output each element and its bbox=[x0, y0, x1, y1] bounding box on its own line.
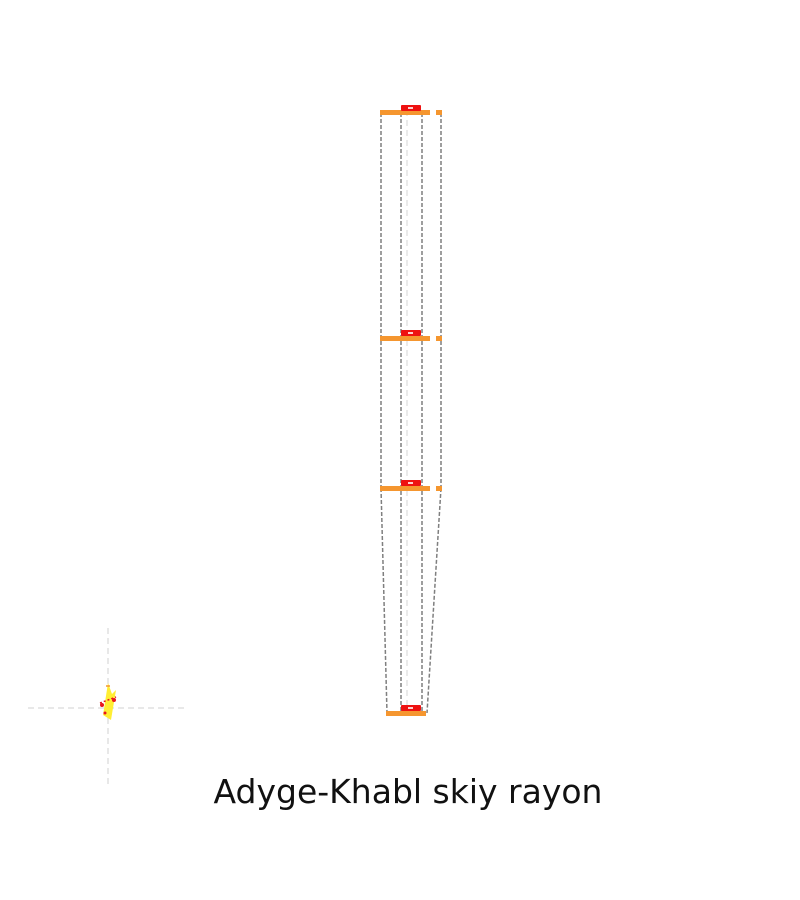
diagram-caption: Adyge-Khabl skiy rayon bbox=[213, 772, 603, 811]
north-arrow-icon bbox=[28, 628, 188, 788]
tower-outline bbox=[380, 113, 442, 714]
level-bar-1 bbox=[380, 105, 442, 115]
level-bar-2 bbox=[380, 330, 442, 341]
level-bar-3 bbox=[380, 480, 442, 491]
level-bar-base bbox=[386, 705, 426, 716]
